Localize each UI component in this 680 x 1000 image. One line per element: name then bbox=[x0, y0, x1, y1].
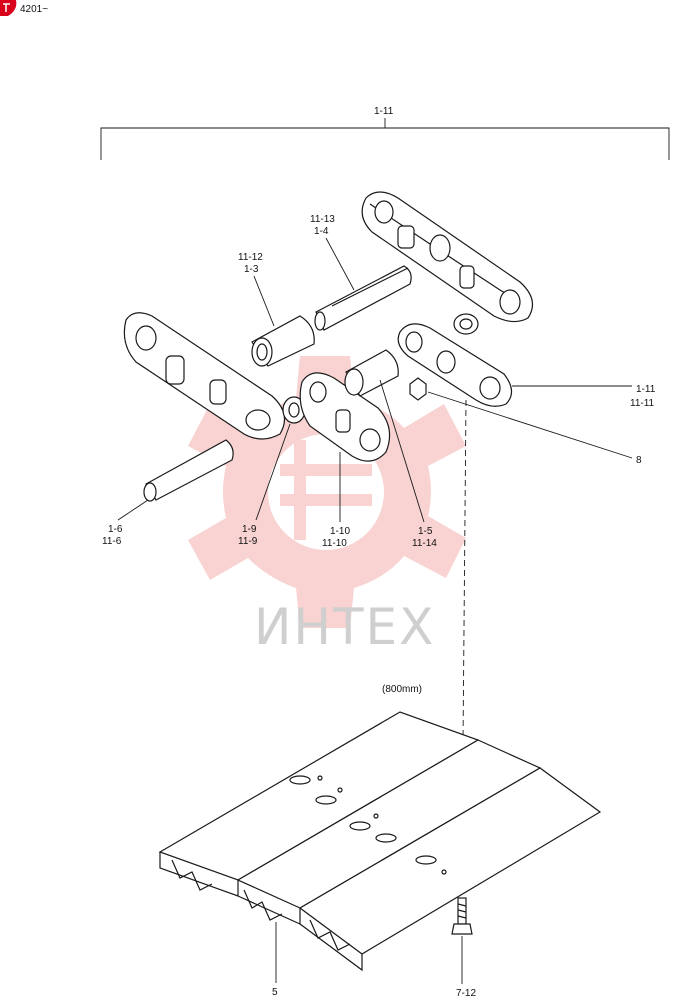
label-pin-1: 1-6 bbox=[108, 524, 123, 535]
label-pin-master-2: 1-4 bbox=[314, 226, 329, 237]
shoe-nut bbox=[409, 377, 427, 401]
label-seal-1: 1-9 bbox=[242, 524, 257, 535]
label-bushing-master-2: 1-3 bbox=[244, 264, 259, 275]
label-pin-2: 11-6 bbox=[102, 536, 122, 547]
master-pin bbox=[314, 265, 412, 331]
serial-range: 4201~ bbox=[20, 4, 48, 15]
assembly-bracket bbox=[100, 118, 670, 160]
label-pin-master-1: 11-13 bbox=[310, 214, 335, 225]
label-shoe-width: (800mm) bbox=[382, 684, 422, 695]
label-nut: 8 bbox=[636, 455, 642, 466]
label-bolt: 7-12 bbox=[456, 988, 476, 999]
watermark-text: ИНТЕХ bbox=[254, 598, 435, 656]
track-link-upper bbox=[361, 191, 534, 323]
track-pin bbox=[143, 439, 234, 502]
label-bushing-master-1: 11-12 bbox=[238, 252, 263, 263]
label-link-left-1: 1-10 bbox=[330, 526, 350, 537]
track-link-left-master bbox=[123, 312, 286, 440]
label-bushing-1: 1-5 bbox=[418, 526, 433, 537]
shoe-bolt bbox=[451, 897, 473, 935]
red-badge-icon bbox=[0, 0, 17, 16]
label-seal-2: 11-9 bbox=[238, 536, 258, 547]
label-bushing-2: 11-14 bbox=[412, 538, 437, 549]
track-link-left bbox=[299, 372, 391, 462]
track-shoe-plate bbox=[158, 711, 602, 972]
seal-ring-upper bbox=[453, 313, 479, 335]
label-shoe: 5 bbox=[272, 987, 278, 998]
label-link-right-1: 1-11 bbox=[636, 384, 656, 395]
master-bushing bbox=[251, 315, 315, 367]
track-link-right bbox=[397, 323, 513, 407]
track-bushing bbox=[344, 349, 399, 397]
label-assembly-top: 1-11 bbox=[374, 106, 394, 117]
label-link-left-2: 11-10 bbox=[322, 538, 347, 549]
label-link-right-2: 11-11 bbox=[630, 398, 655, 409]
